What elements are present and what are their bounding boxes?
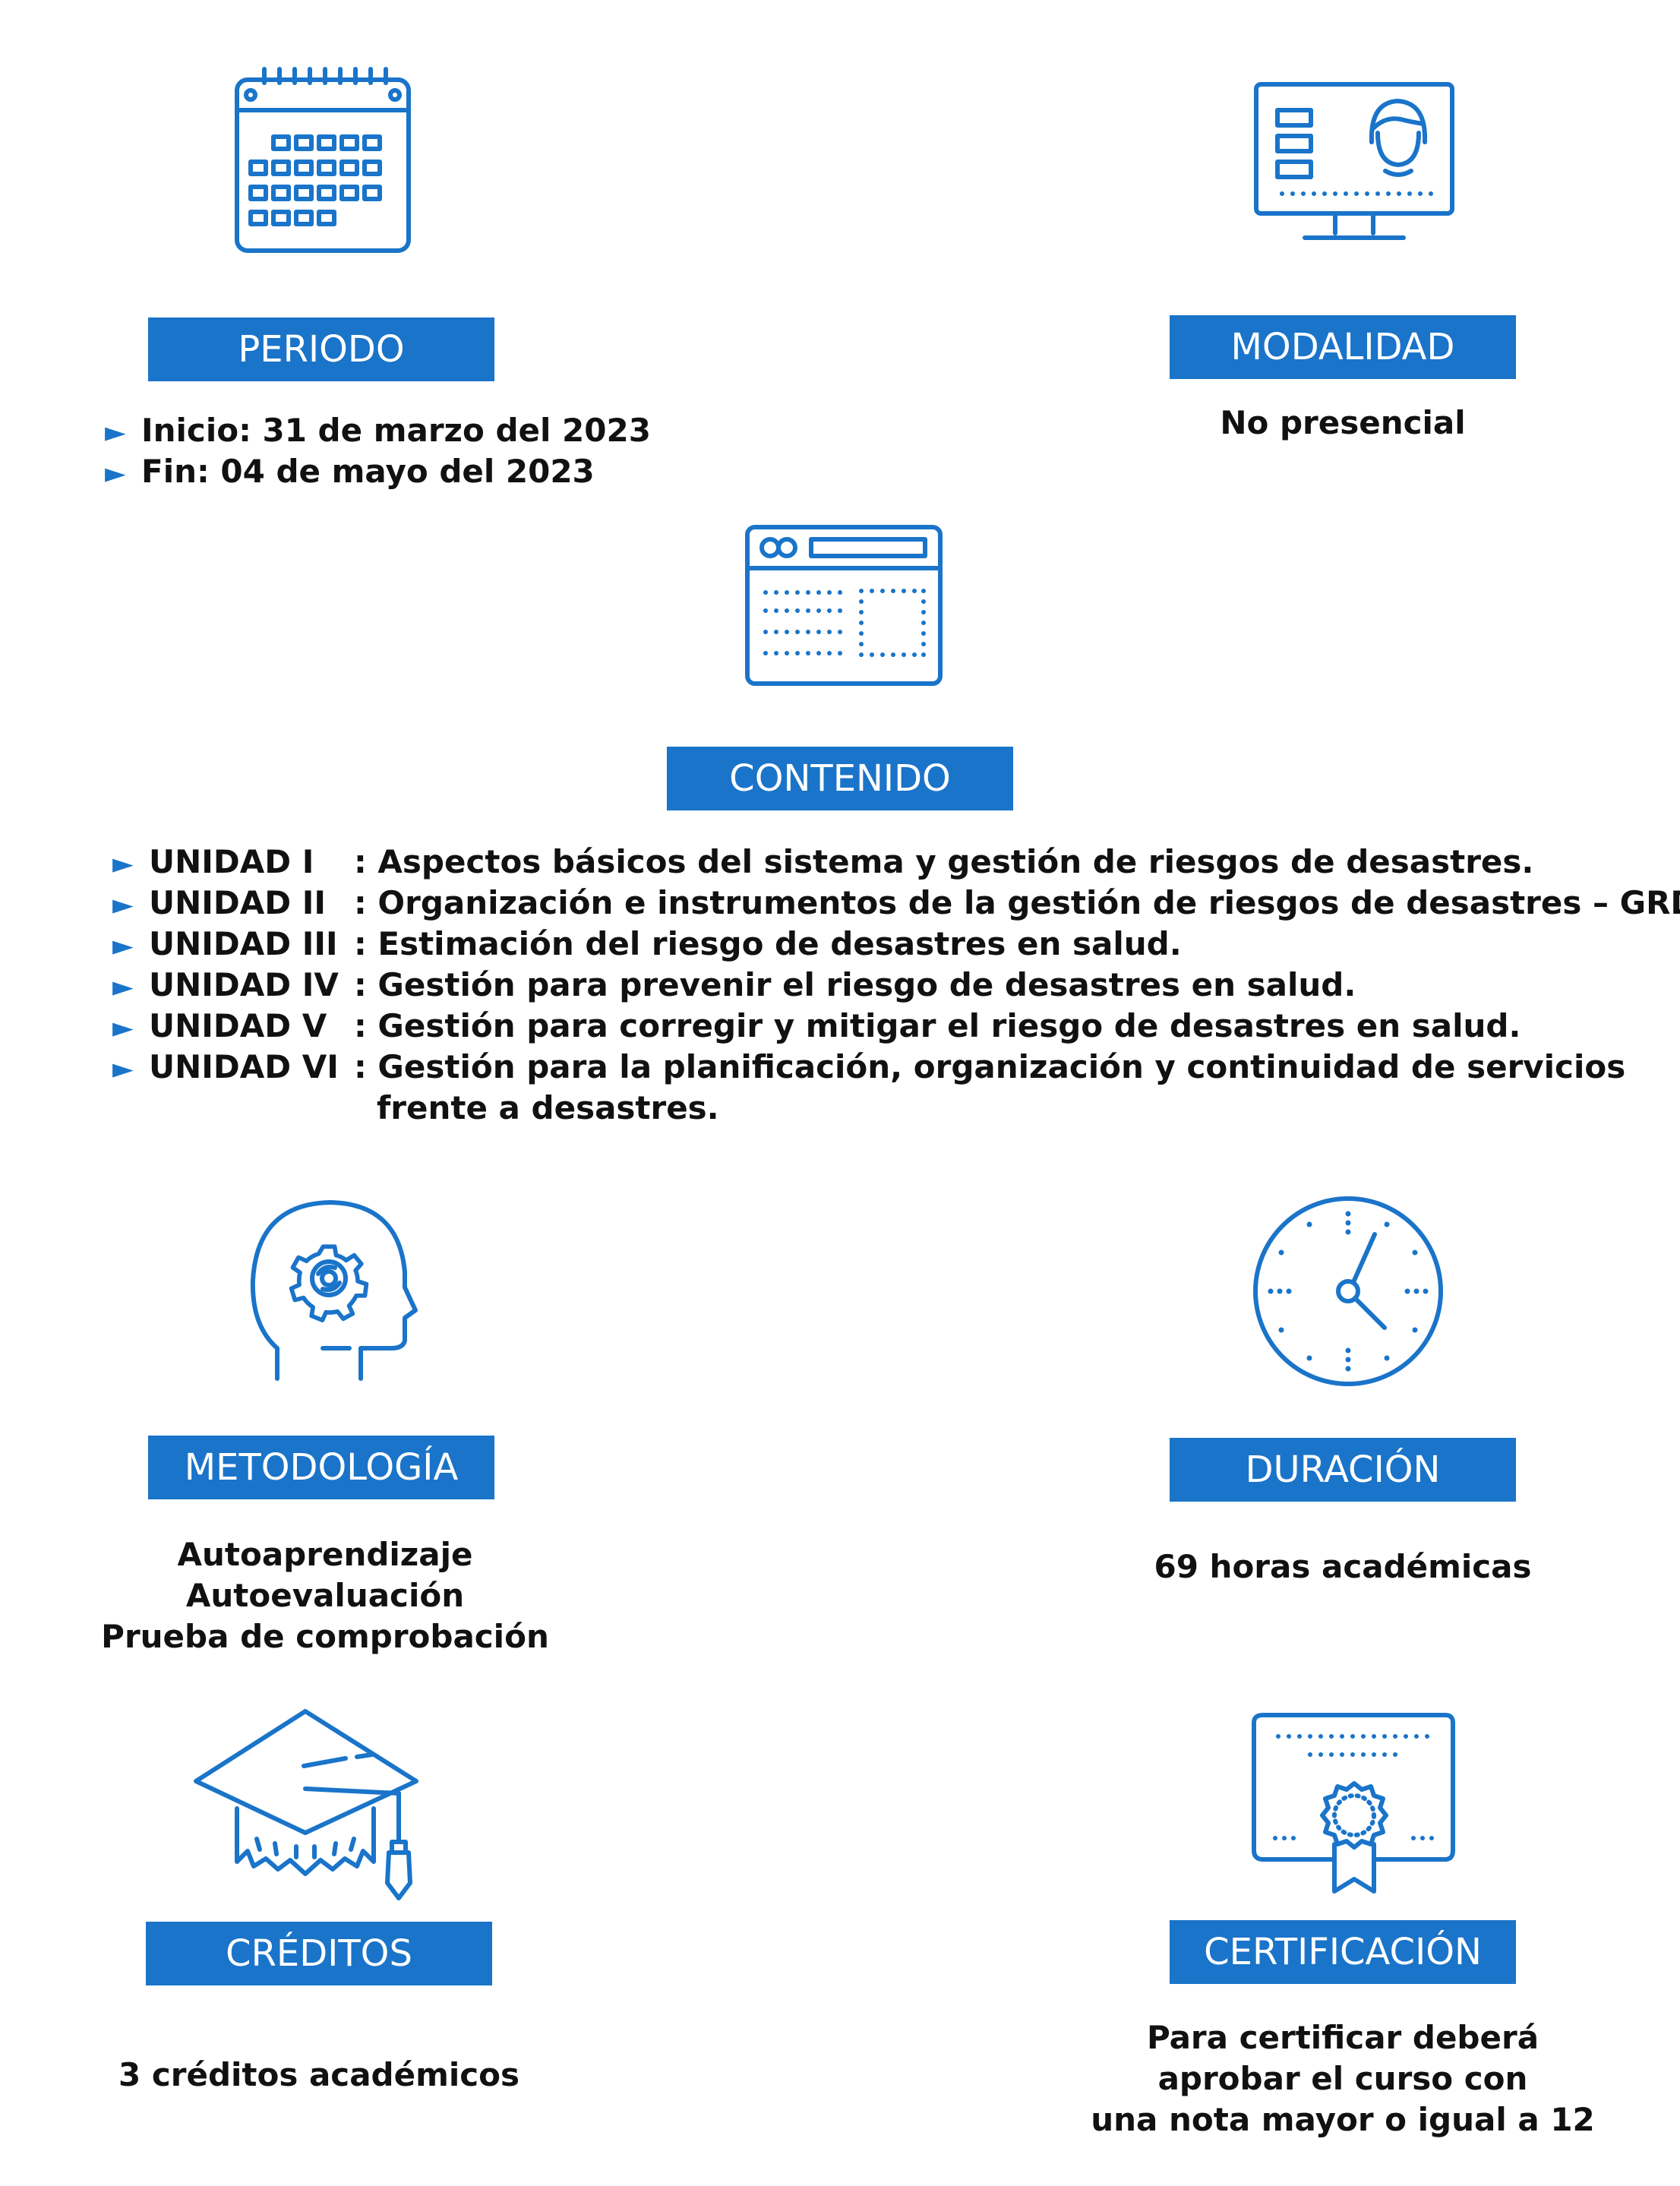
unit-row-6-continued: frente a desastres. <box>377 1089 719 1126</box>
arrow-right-icon: ► <box>112 971 134 1003</box>
periodo-label: PERIODO <box>148 317 494 381</box>
arrow-right-icon: ► <box>105 458 126 489</box>
metodologia-item-1: Autoaprendizaje <box>177 1536 473 1573</box>
periodo-item-end: ►Fin: 04 de mayo del 2023 <box>105 451 595 494</box>
arrow-right-icon: ► <box>112 1054 134 1085</box>
unit-row-4: ►UNIDAD IV: Gestión para prevenir el rie… <box>112 965 1356 1008</box>
duracion-value: 69 horas académicas <box>1154 1548 1532 1585</box>
monitor-user-icon <box>1252 80 1457 247</box>
clock-icon <box>1249 1193 1447 1390</box>
certificacion-line-2: aprobar el curso con <box>1157 2060 1528 2097</box>
arrow-right-icon: ► <box>112 848 134 880</box>
arrow-right-icon: ► <box>112 889 134 921</box>
certificacion-line-1: Para certificar deberá <box>1146 2019 1539 2056</box>
certificacion-label: CERTIFICACIÓN <box>1170 1920 1516 1984</box>
periodo-item-start: ►Inicio: 31 de marzo del 2023 <box>105 410 651 453</box>
unit-row-5: ►UNIDAD V: Gestión para corregir y mitig… <box>112 1006 1521 1049</box>
calendar-icon <box>228 65 418 258</box>
creditos-value: 3 créditos académicos <box>118 2056 519 2093</box>
browser-window-icon <box>743 523 945 688</box>
arrow-right-icon: ► <box>112 930 134 962</box>
unit-row-1: ►UNIDAD I: Aspectos básicos del sistema … <box>112 842 1533 885</box>
unit-row-3: ►UNIDAD III: Estimación del riesgo de de… <box>112 924 1182 967</box>
graduation-cap-icon <box>190 1705 422 1903</box>
modalidad-label: MODALIDAD <box>1170 315 1516 379</box>
duracion-label: DURACIÓN <box>1170 1438 1516 1502</box>
unit-row-6: ►UNIDAD VI: Gestión para la planificació… <box>112 1047 1625 1090</box>
metodologia-item-3: Prueba de comprobación <box>101 1618 549 1655</box>
arrow-right-icon: ► <box>112 1012 134 1044</box>
modalidad-value: No presencial <box>1220 404 1466 441</box>
unit-row-2: ►UNIDAD II: Organización e instrumentos … <box>112 883 1680 926</box>
arrow-right-icon: ► <box>105 417 126 448</box>
metodologia-label: METODOLOGÍA <box>148 1436 494 1499</box>
certificate-icon <box>1249 1711 1458 1897</box>
certificacion-line-3: una nota mayor o igual a 12 <box>1091 2101 1595 2138</box>
head-gear-icon <box>247 1196 418 1382</box>
contenido-label: CONTENIDO <box>667 747 1013 810</box>
metodologia-item-2: Autoevaluación <box>185 1577 465 1614</box>
creditos-label: CRÉDITOS <box>146 1922 492 1985</box>
